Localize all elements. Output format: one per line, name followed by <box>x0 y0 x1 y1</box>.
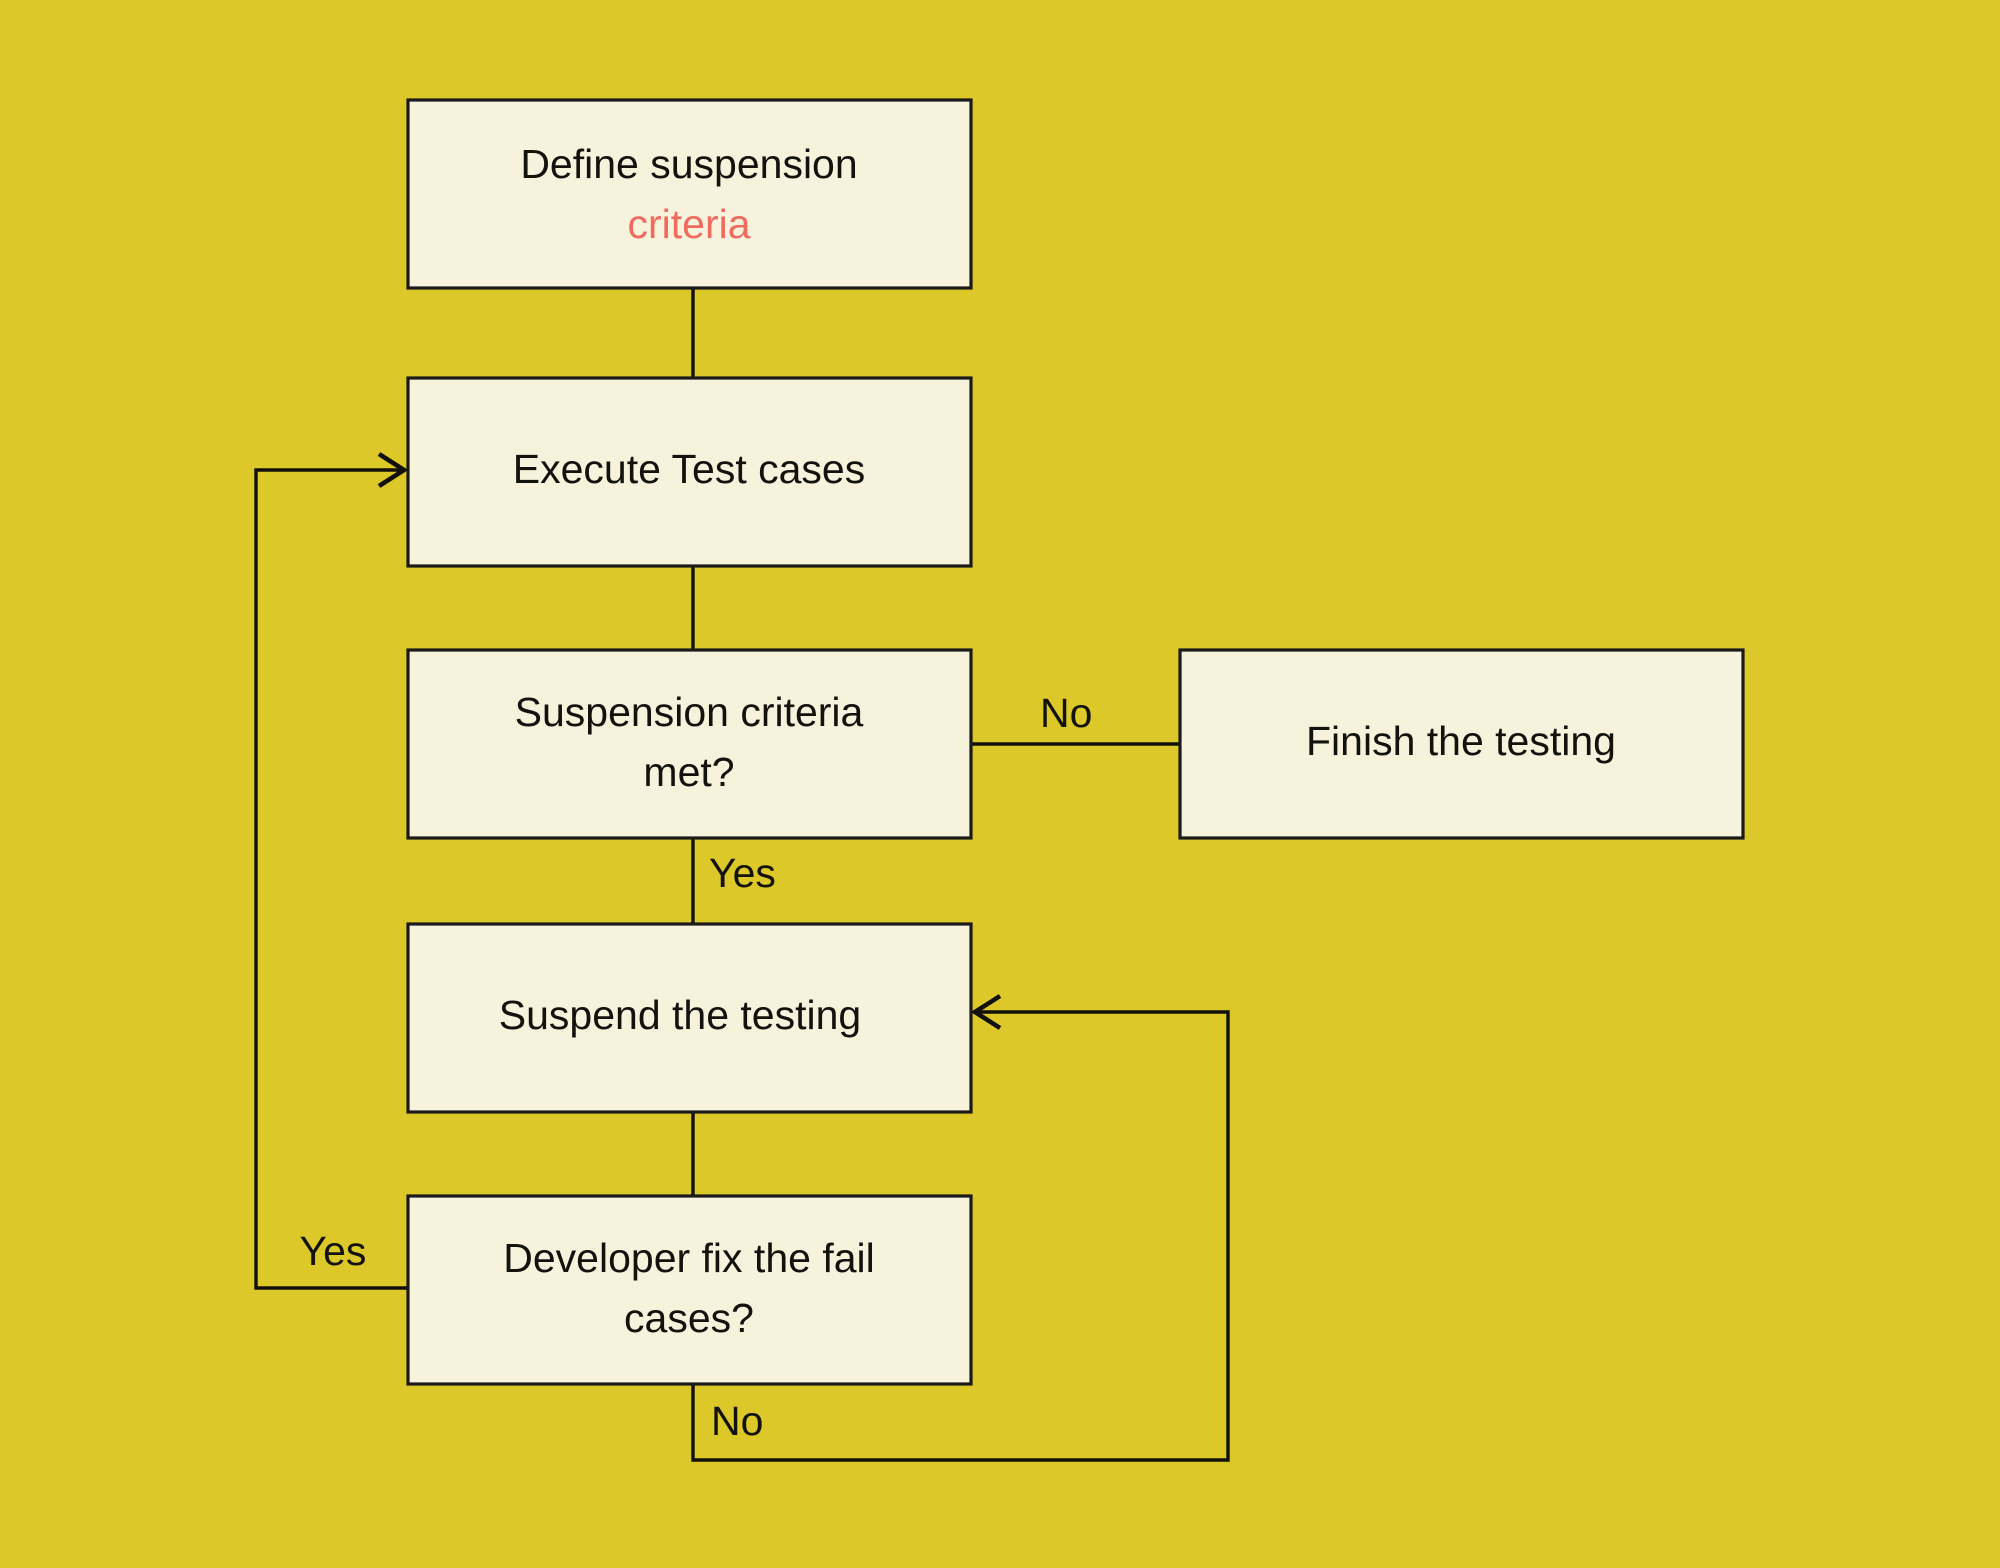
node-label-suspend-the-testing: Suspend the testing <box>499 992 861 1038</box>
edge-label-yes-loop-back: Yes <box>300 1228 367 1274</box>
node-label-define-prefix: Define <box>520 141 650 187</box>
node-label-define-accent1: suspension <box>650 141 857 187</box>
node-label-developer-line2: cases? <box>624 1295 754 1341</box>
node-label-developer-line1: Developer fix the fail <box>503 1235 874 1281</box>
edge-label-yes-to-suspend: Yes <box>709 850 776 896</box>
node-label-define-line2: criteria <box>627 201 750 247</box>
edge-developer-no-to-suspend <box>691 994 1230 1462</box>
node-suspension-criteria-met[interactable]: Suspension criteria met? <box>406 648 973 840</box>
node-label-define-line1: Define suspension <box>520 141 857 187</box>
edge-label-no-to-finish: No <box>1040 690 1092 736</box>
node-execute-test-cases[interactable]: Execute Test cases <box>406 376 973 568</box>
node-box-suspend-the-testing[interactable] <box>406 922 973 1114</box>
node-box-suspension-criteria-met[interactable] <box>406 648 973 840</box>
edge-developer-yes-to-execute <box>254 452 409 1290</box>
node-box-finish-the-testing[interactable] <box>1178 648 1745 840</box>
node-label-finish-the-testing: Finish the testing <box>1306 718 1616 764</box>
node-box-execute-test-cases[interactable] <box>406 376 973 568</box>
node-box-developer-fix-fail-cases[interactable] <box>406 1194 973 1386</box>
node-define-suspension-criteria[interactable]: Define suspension criteria <box>406 98 973 290</box>
node-suspend-the-testing[interactable]: Suspend the testing <box>406 922 973 1114</box>
node-finish-the-testing[interactable]: Finish the testing <box>1178 648 1745 840</box>
edge-label-no-loop-back: No <box>711 1398 763 1444</box>
node-label-execute-test-cases: Execute Test cases <box>513 446 865 492</box>
node-label-criteria-line1: Suspension criteria <box>515 689 864 735</box>
node-developer-fix-fail-cases[interactable]: Developer fix the fail cases? <box>406 1194 973 1386</box>
node-box-define-suspension-criteria[interactable] <box>406 98 973 290</box>
node-label-criteria-line2: met? <box>643 749 734 795</box>
